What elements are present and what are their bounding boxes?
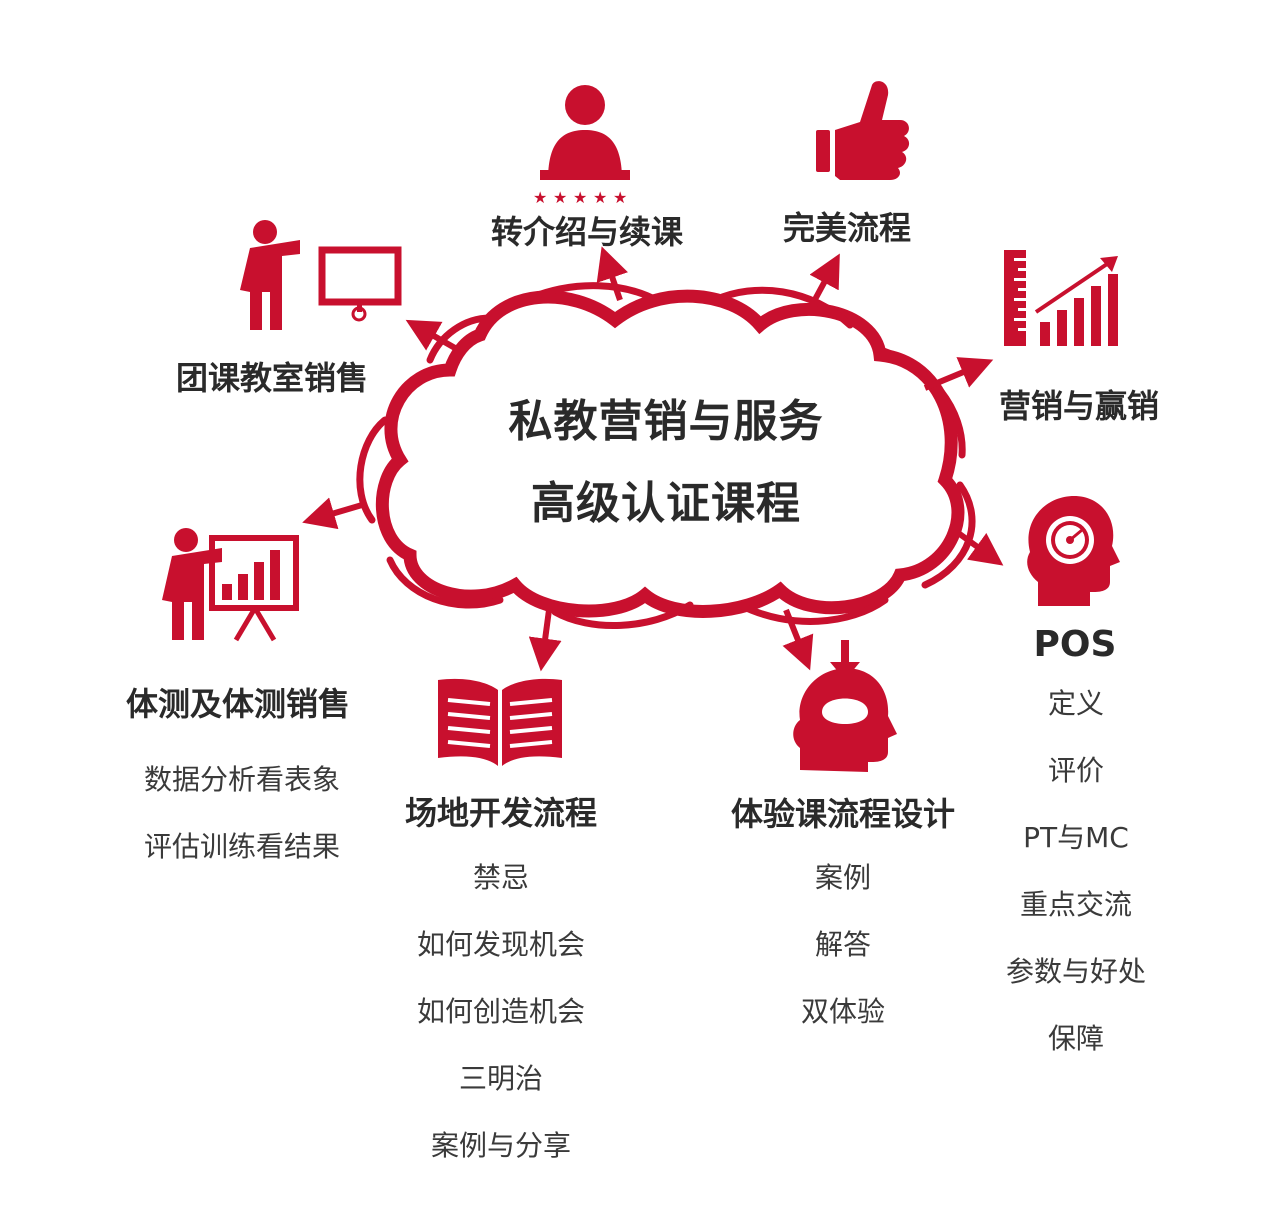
- arrow-pos: [948, 524, 1004, 566]
- pos-item: PT与MC: [1023, 821, 1129, 854]
- fitness-item: 数据分析看表象: [143, 763, 341, 796]
- head-gauge-icon: [1027, 496, 1120, 606]
- node-label-pos: POS: [1033, 624, 1117, 665]
- trial-item: 案例: [814, 861, 872, 894]
- person-five-stars-icon: ★ ★ ★ ★ ★: [533, 85, 630, 207]
- svg-text:★: ★: [573, 188, 587, 207]
- arrow-referral: [596, 246, 628, 301]
- connector-arrows: [302, 246, 1004, 672]
- cloud-shape: [375, 289, 965, 618]
- node-label-trial: 体验课流程设计: [730, 795, 956, 833]
- cloud-arc-bottom-left: [386, 556, 504, 609]
- center-cloud: [356, 282, 976, 630]
- svg-text:★: ★: [533, 188, 547, 207]
- cloud-arc-top-left: [526, 282, 664, 306]
- open-book-icon: [438, 678, 562, 766]
- venue-item: 禁忌: [472, 861, 530, 894]
- cloud-arc-top-right: [711, 286, 854, 329]
- thumbs-up-icon: [816, 81, 910, 180]
- trial-item: 双体验: [800, 995, 886, 1028]
- svg-text:★: ★: [593, 188, 607, 207]
- presenter-screen-icon: [240, 220, 402, 330]
- arrow-perfect: [809, 253, 840, 307]
- cloud-arc-bottom-right: [736, 596, 889, 625]
- cloud-arc-top-left-small: [426, 314, 494, 364]
- node-label-fitness: 体测及体测销售: [125, 685, 351, 723]
- node-label-group: 团课教室销售: [175, 359, 369, 397]
- venue-item: 如何发现机会: [416, 928, 586, 961]
- trial-item: 解答: [814, 928, 872, 961]
- cloud-arc-bottom-mid: [551, 601, 694, 630]
- node-label-perfect: 完美流程: [782, 209, 912, 247]
- center-title-line1: 私教营销与服务: [508, 396, 824, 447]
- arrow-fitness: [302, 497, 363, 530]
- pos-item: 参数与好处: [1005, 955, 1147, 988]
- head-download-icon: [793, 640, 897, 772]
- svg-text:★: ★: [553, 188, 567, 207]
- pos-item: 保障: [1047, 1022, 1105, 1055]
- arrow-venue: [528, 609, 562, 672]
- center-title-line2: 高级认证课程: [531, 478, 801, 529]
- arrow-group: [405, 319, 464, 355]
- cloud-arc-right-top: [876, 346, 966, 459]
- arrow-trial: [782, 608, 814, 671]
- presenter-chart-icon: [162, 528, 299, 642]
- venue-item: 案例与分享: [430, 1129, 572, 1162]
- venue-item: 如何创造机会: [416, 995, 586, 1028]
- pos-item: 重点交流: [1019, 888, 1133, 921]
- cloud-arc-left: [356, 416, 389, 524]
- svg-text:★: ★: [613, 188, 627, 207]
- venue-item: 三明治: [458, 1062, 544, 1095]
- node-label-referral: 转介绍与续课: [490, 213, 684, 251]
- pos-item: 评价: [1047, 754, 1105, 787]
- growth-bar-chart-icon: [1004, 250, 1118, 346]
- arrow-marketing: [923, 357, 994, 391]
- fitness-item: 评估训练看结果: [143, 830, 341, 863]
- node-label-venue: 场地开发流程: [404, 794, 598, 832]
- pos-item: 定义: [1047, 687, 1105, 720]
- node-label-marketing: 营销与赢销: [998, 387, 1160, 425]
